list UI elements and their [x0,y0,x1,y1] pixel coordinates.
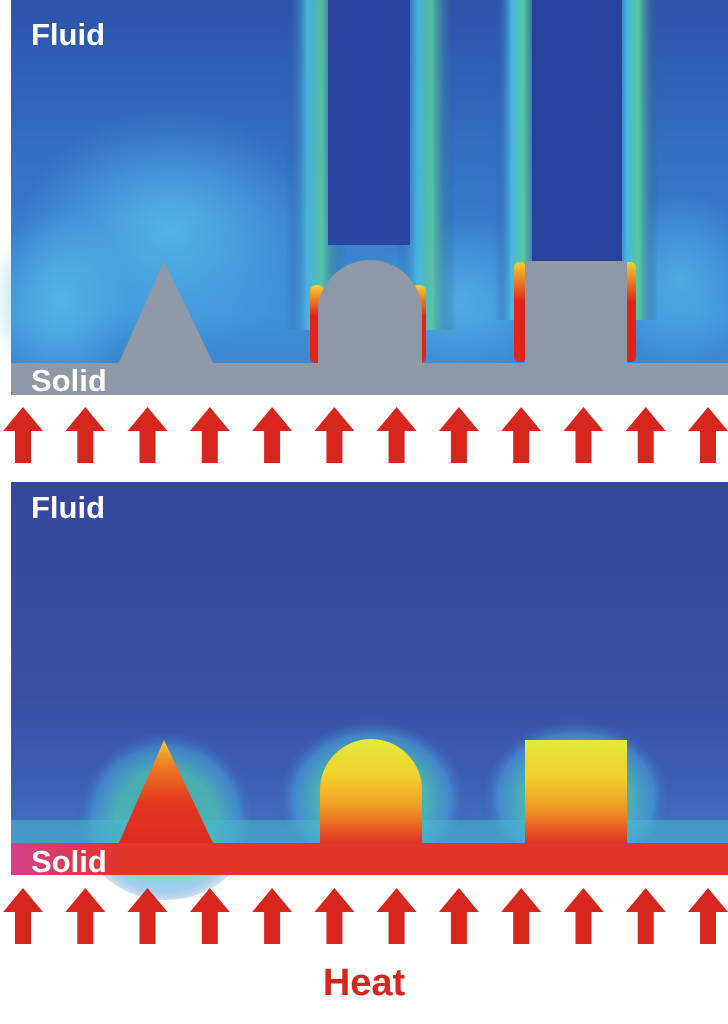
top-solid-label: Solid [31,363,107,398]
top-square-fin [525,261,627,365]
bottom-heat-arrows [3,888,728,944]
up-arrow-icon [688,407,728,463]
top-solid-base [11,363,728,395]
up-arrow-icon [252,888,293,944]
bottom-fluid-label: Fluid [31,490,105,525]
up-arrow-icon [189,407,230,463]
up-arrow-icon [376,888,417,944]
bottom-triangle-fin [118,740,214,845]
up-arrow-icon [563,407,604,463]
top-fluid-label: Fluid [31,17,105,52]
up-arrow-icon [688,888,728,944]
top-semicircle-fin [318,260,422,365]
up-arrow-icon [314,888,355,944]
up-arrow-icon [65,407,106,463]
bottom-panel: Fluid Solid [11,482,728,900]
up-arrow-icon [438,888,479,944]
bottom-solid-label: Solid [31,844,107,879]
up-arrow-icon [625,407,666,463]
heat-label: Heat [322,962,406,1004]
up-arrow-icon [501,888,542,944]
up-arrow-icon [3,888,43,944]
bottom-square-fin [525,740,627,845]
top-panel: Fluid Solid [0,0,728,398]
up-arrow-icon [65,888,106,944]
up-arrow-icon [438,407,479,463]
up-arrow-icon [501,407,542,463]
top-heat-arrows [3,407,728,463]
up-arrow-icon [127,407,168,463]
bottom-semicircle-fin [320,739,422,845]
bottom-solid-base [11,843,728,875]
up-arrow-icon [625,888,666,944]
top-solid [11,260,728,395]
up-arrow-icon [314,407,355,463]
up-arrow-icon [563,888,604,944]
up-arrow-icon [252,407,293,463]
up-arrow-icon [189,888,230,944]
up-arrow-icon [3,407,43,463]
top-triangle-fin [118,261,214,365]
up-arrow-icon [376,407,417,463]
